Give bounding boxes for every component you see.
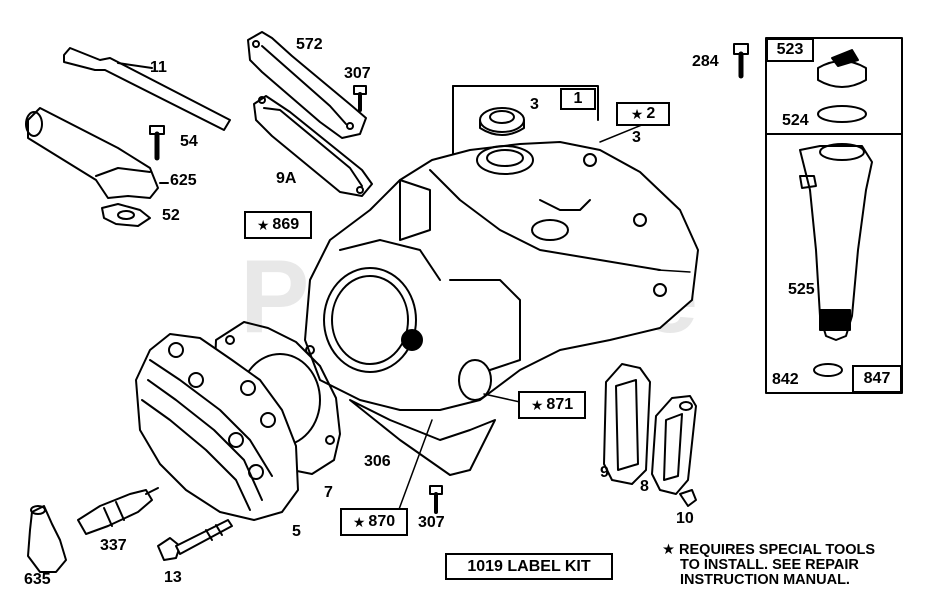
valve-cover-drawing: [651, 395, 697, 495]
part-label-307-top: 307: [344, 65, 371, 82]
breather-gasket-drawing: [253, 95, 373, 197]
gasket-drawing: [101, 203, 151, 227]
part-label-307-bottom: 307: [418, 514, 445, 531]
note-line-2: TO INSTALL. SEE REPAIR: [680, 557, 859, 573]
part-label-9: 9: [600, 464, 609, 481]
valve-cover-screw-drawing: [679, 489, 697, 507]
part-label-11: 11: [150, 59, 167, 76]
part-label-9a: 9A: [276, 170, 297, 187]
part-label-525: 525: [788, 281, 815, 298]
part-label-5: 5: [292, 523, 301, 540]
part-label-284: 284: [692, 53, 719, 70]
part-label-870: 870: [340, 508, 408, 536]
part-label-523: 523: [766, 38, 814, 62]
part-label-870-text: 870: [368, 513, 396, 530]
cylinder-head-drawing: [135, 333, 299, 521]
part-label-3-seal: 3: [530, 96, 539, 113]
part-label-337: 337: [100, 537, 127, 554]
screw-bottom-drawing: [429, 485, 443, 514]
breather-elbow-drawing: [25, 107, 169, 199]
part-label-3-right: 3: [632, 129, 641, 146]
part-label-8: 8: [640, 478, 649, 495]
label-kit-box: 1019 LABEL KIT: [445, 553, 613, 580]
base-gasket-drawing: [349, 399, 496, 476]
note-line-3: INSTRUCTION MANUAL.: [680, 572, 850, 588]
part-label-306: 306: [364, 453, 391, 470]
part-label-847: 847: [852, 365, 902, 393]
part-label-869-text: 869: [272, 216, 300, 233]
valve-cover-gasket-drawing: [603, 363, 651, 485]
part-label-869: 869: [244, 211, 312, 239]
part-label-871-text: 871: [546, 396, 574, 413]
special-tools-note: ★ REQUIRES SPECIAL TOOLS TO INSTALL. SEE…: [662, 543, 875, 588]
cylinder-block-drawing: [304, 141, 699, 411]
breather-cover-drawing: [247, 31, 367, 139]
part-label-635: 635: [24, 571, 51, 588]
part-label-524: 524: [782, 112, 809, 129]
oil-fill-assembly-panel: [765, 37, 903, 394]
breather-tube-drawing: [63, 47, 231, 131]
cover-screw-drawing: [353, 85, 367, 112]
spark-plug-boot-drawing: [27, 505, 67, 573]
part-label-54: 54: [180, 133, 198, 150]
part-label-625: 625: [170, 172, 197, 189]
part-label-52: 52: [162, 207, 180, 224]
spark-plug-drawing: [77, 487, 159, 535]
oil-seal-drawing: [479, 107, 525, 136]
part-label-871: 871: [518, 391, 586, 419]
part-label-572: 572: [296, 36, 323, 53]
head-bolt-drawing: [157, 519, 233, 561]
screw-drawing: [149, 125, 165, 161]
part-label-2-text: 2: [646, 105, 656, 122]
part-label-842: 842: [772, 371, 799, 388]
part-label-1: 1: [560, 88, 596, 110]
part-label-7: 7: [324, 484, 333, 501]
part-label-2: 2: [616, 102, 670, 126]
dipstick-screw-drawing: [733, 43, 749, 79]
part-label-10: 10: [676, 510, 694, 527]
part-label-13: 13: [164, 569, 182, 586]
note-line-1: ★ REQUIRES SPECIAL TOOLS: [662, 542, 876, 558]
callout-bracket-1: [452, 85, 599, 161]
